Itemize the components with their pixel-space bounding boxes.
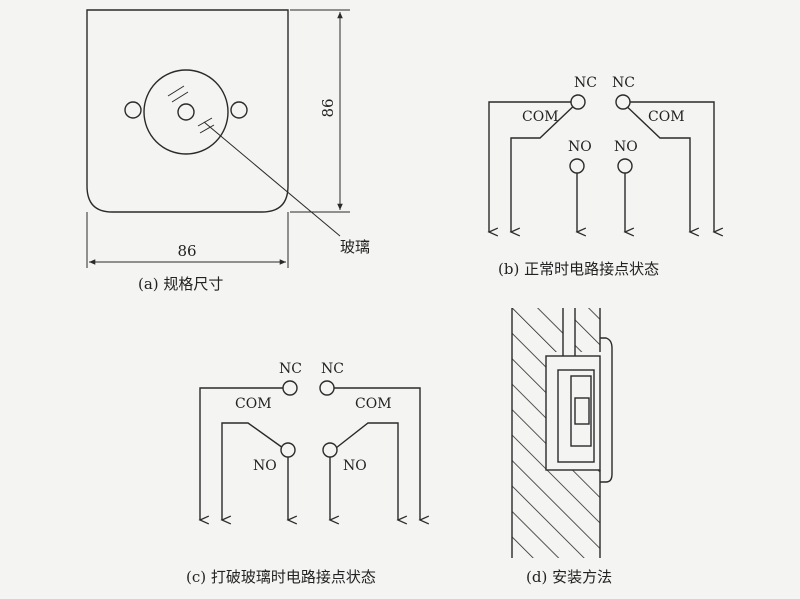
nc-contact-left	[282, 380, 298, 396]
caption-b: (b) 正常时电路接点状态	[498, 260, 659, 278]
caption-c: (c) 打破玻璃时电路接点状态	[186, 568, 376, 586]
com-label-left: COM	[235, 396, 272, 412]
switch-body	[557, 369, 595, 463]
com-label-right: COM	[648, 109, 685, 125]
width-dimension-label: 86	[177, 242, 196, 260]
screw-hole-right	[230, 101, 248, 119]
nc-wire-left	[487, 101, 578, 237]
glass-hatch	[171, 91, 189, 103]
panel-d: (d) 安装方法	[511, 308, 613, 586]
cover-plate	[600, 337, 613, 483]
switch-module	[570, 375, 592, 447]
panel-a: 玻璃 86 86 (a) 规格尺寸	[86, 9, 370, 293]
nc-contact-right	[319, 380, 335, 396]
nc-label-right: NC	[612, 75, 635, 91]
glass-hatch	[199, 124, 215, 134]
conduit-slot	[563, 308, 575, 356]
panel-c: NC COM NO NC COM NO (c) 打破玻璃时电路接点状态	[186, 361, 430, 586]
glass-label: 玻璃	[340, 238, 370, 256]
glass-hatch	[167, 85, 185, 97]
height-dimension-label: 86	[319, 98, 337, 117]
no-label-left: NO	[568, 139, 592, 155]
com-wire-right	[335, 422, 408, 525]
no-label-right: NO	[614, 139, 638, 155]
panel-b: NC COM NO NC COM NO (b) 正常时电路接点状态	[487, 75, 724, 278]
no-contact-left	[280, 442, 296, 458]
caption-a: (a) 规格尺寸	[138, 275, 223, 293]
back-box	[545, 355, 601, 471]
com-wire-left	[509, 99, 581, 237]
glass-leader	[203, 121, 341, 237]
caption-d: (d) 安装方法	[526, 568, 612, 586]
glass-hatch	[197, 117, 213, 127]
com-wire-right	[619, 99, 700, 237]
com-label-left: COM	[522, 109, 559, 125]
screw-hole-left	[124, 101, 142, 119]
com-wire-left	[220, 422, 284, 525]
no-contact-right	[617, 158, 633, 174]
center-hole	[177, 103, 195, 121]
nc-label-right: NC	[321, 361, 344, 377]
plate-outline	[86, 9, 289, 213]
no-contact-left	[569, 158, 585, 174]
nc-contact-right	[615, 94, 631, 110]
nc-contact-left	[570, 94, 586, 110]
nc-wire-left	[198, 387, 290, 525]
switch-contacts	[574, 397, 590, 425]
no-label-left: NO	[253, 458, 277, 474]
nc-label-left: NC	[574, 75, 597, 91]
nc-wire-right	[327, 387, 430, 525]
no-contact-right	[322, 442, 338, 458]
nc-label-left: NC	[279, 361, 302, 377]
no-label-right: NO	[343, 458, 367, 474]
box-cavity	[546, 352, 608, 470]
com-label-right: COM	[355, 396, 392, 412]
nc-wire-right	[623, 101, 724, 237]
glass-circle	[143, 69, 229, 155]
